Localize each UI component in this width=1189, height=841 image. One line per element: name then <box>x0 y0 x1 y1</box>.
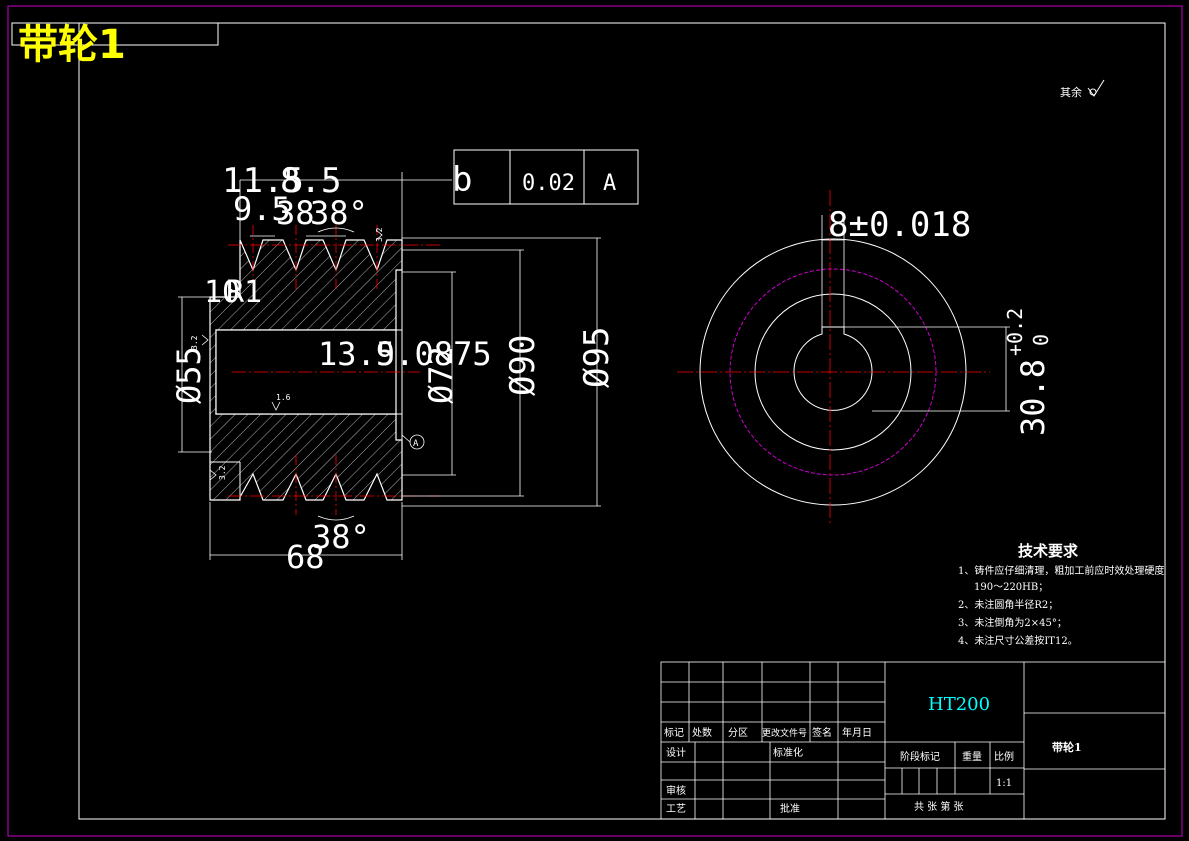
tb-count: 处数 <box>692 726 712 739</box>
tech-req-heading: 技术要求 <box>1018 542 1079 560</box>
section-view <box>178 172 601 560</box>
tb-design: 设计 <box>666 746 686 759</box>
dim-key-depth: 30.8 <box>1014 359 1052 436</box>
tb-part-name: 带轮1 <box>1052 740 1082 754</box>
surface-note: 其余 <box>1060 85 1082 99</box>
tb-sheets: 共 张 第 张 <box>914 800 964 813</box>
end-view <box>677 190 1010 526</box>
tb-process: 工艺 <box>666 803 686 815</box>
drawing-frame <box>78 22 1166 820</box>
sheet-border <box>7 5 1183 837</box>
dim-key-width: 8±0.018 <box>828 205 971 245</box>
tb-stage: 阶段标记 <box>900 750 940 763</box>
dim-key-tol-lower: 0 <box>1029 334 1053 346</box>
tb-date: 年月日 <box>842 726 872 739</box>
datum-a-circle <box>409 434 425 450</box>
tb-ratio: 比例 <box>994 750 1014 763</box>
roughness-symbol-icon <box>201 334 209 346</box>
dim-key-tol-upper: +0.2 <box>1003 308 1027 356</box>
tech-req-item: 1、铸件应仔细清理，粗加工前应时效处理硬度 <box>958 564 1164 577</box>
tb-standard: 标准化 <box>773 746 803 759</box>
dim-dia-72: Ø72 <box>422 346 460 404</box>
tb-material: HT200 <box>928 694 990 715</box>
dim-length-68: 68 <box>286 538 325 576</box>
dim-5-0875: 5.0875 <box>376 335 492 373</box>
tolerance-frame: b 0.02 A <box>452 149 639 205</box>
title-tag-box <box>11 22 219 46</box>
tb-zone: 分区 <box>728 727 748 739</box>
tech-req-item: 2、未注圆角半径R2； <box>958 598 1058 611</box>
dim-angle-bottom: 38° <box>312 518 370 556</box>
roughness-value: 3.2 <box>190 335 199 350</box>
dim-r1: R1 <box>226 275 262 310</box>
roughness-value: 3.2 <box>218 465 227 480</box>
tech-req-item: 4、未注尺寸公差按IT12。 <box>958 634 1078 647</box>
tb-scale: 1:1 <box>996 778 1012 789</box>
dim-angle-top: 38° <box>310 194 368 232</box>
dim-dia-55: Ø55 <box>170 346 208 404</box>
tb-signature: 签名 <box>812 726 832 739</box>
roughness-value: 3.2 <box>375 227 384 242</box>
tech-req-item: 190～220HB； <box>974 582 1048 593</box>
tb-change-doc: 更改文件号 <box>762 727 807 739</box>
drawing-title: 带轮1 <box>18 22 126 68</box>
dim-10: 10 <box>204 275 240 310</box>
dim-8-5: 8.5 <box>280 161 341 201</box>
datum-mark: A <box>413 439 419 449</box>
roughness-symbol-icon <box>271 401 281 411</box>
dim-9-5: 9.5 <box>233 190 291 228</box>
roughness-value: 1.6 <box>276 393 291 402</box>
dim-38: 38 <box>276 194 315 232</box>
tb-weight: 重量 <box>962 750 982 763</box>
technical-requirements: 技术要求 1、铸件应仔细清理，粗加工前应时效处理硬度 190～220HB； 2、… <box>958 542 1164 647</box>
tech-req-item: 3、未注倒角为2×45°； <box>958 616 1067 629</box>
tolerance-value: 0.02 <box>522 171 575 196</box>
tb-mark: 标记 <box>664 727 684 739</box>
tolerance-datum: A <box>603 171 616 196</box>
tb-approve: 批准 <box>780 802 800 815</box>
roughness-symbol-icon <box>209 469 217 481</box>
dim-dia-95: Ø95 <box>577 327 617 388</box>
tolerance-symbol: b <box>452 160 472 200</box>
title-block <box>660 661 1166 820</box>
roughness-circle-icon <box>1089 88 1097 96</box>
dim-dia-90: Ø90 <box>503 335 543 396</box>
dim-11-5: 11.5 <box>222 161 304 201</box>
roughness-symbol-icon <box>375 229 383 241</box>
tb-review: 审核 <box>666 784 686 797</box>
dim-13-9: 13.9 <box>318 335 395 373</box>
